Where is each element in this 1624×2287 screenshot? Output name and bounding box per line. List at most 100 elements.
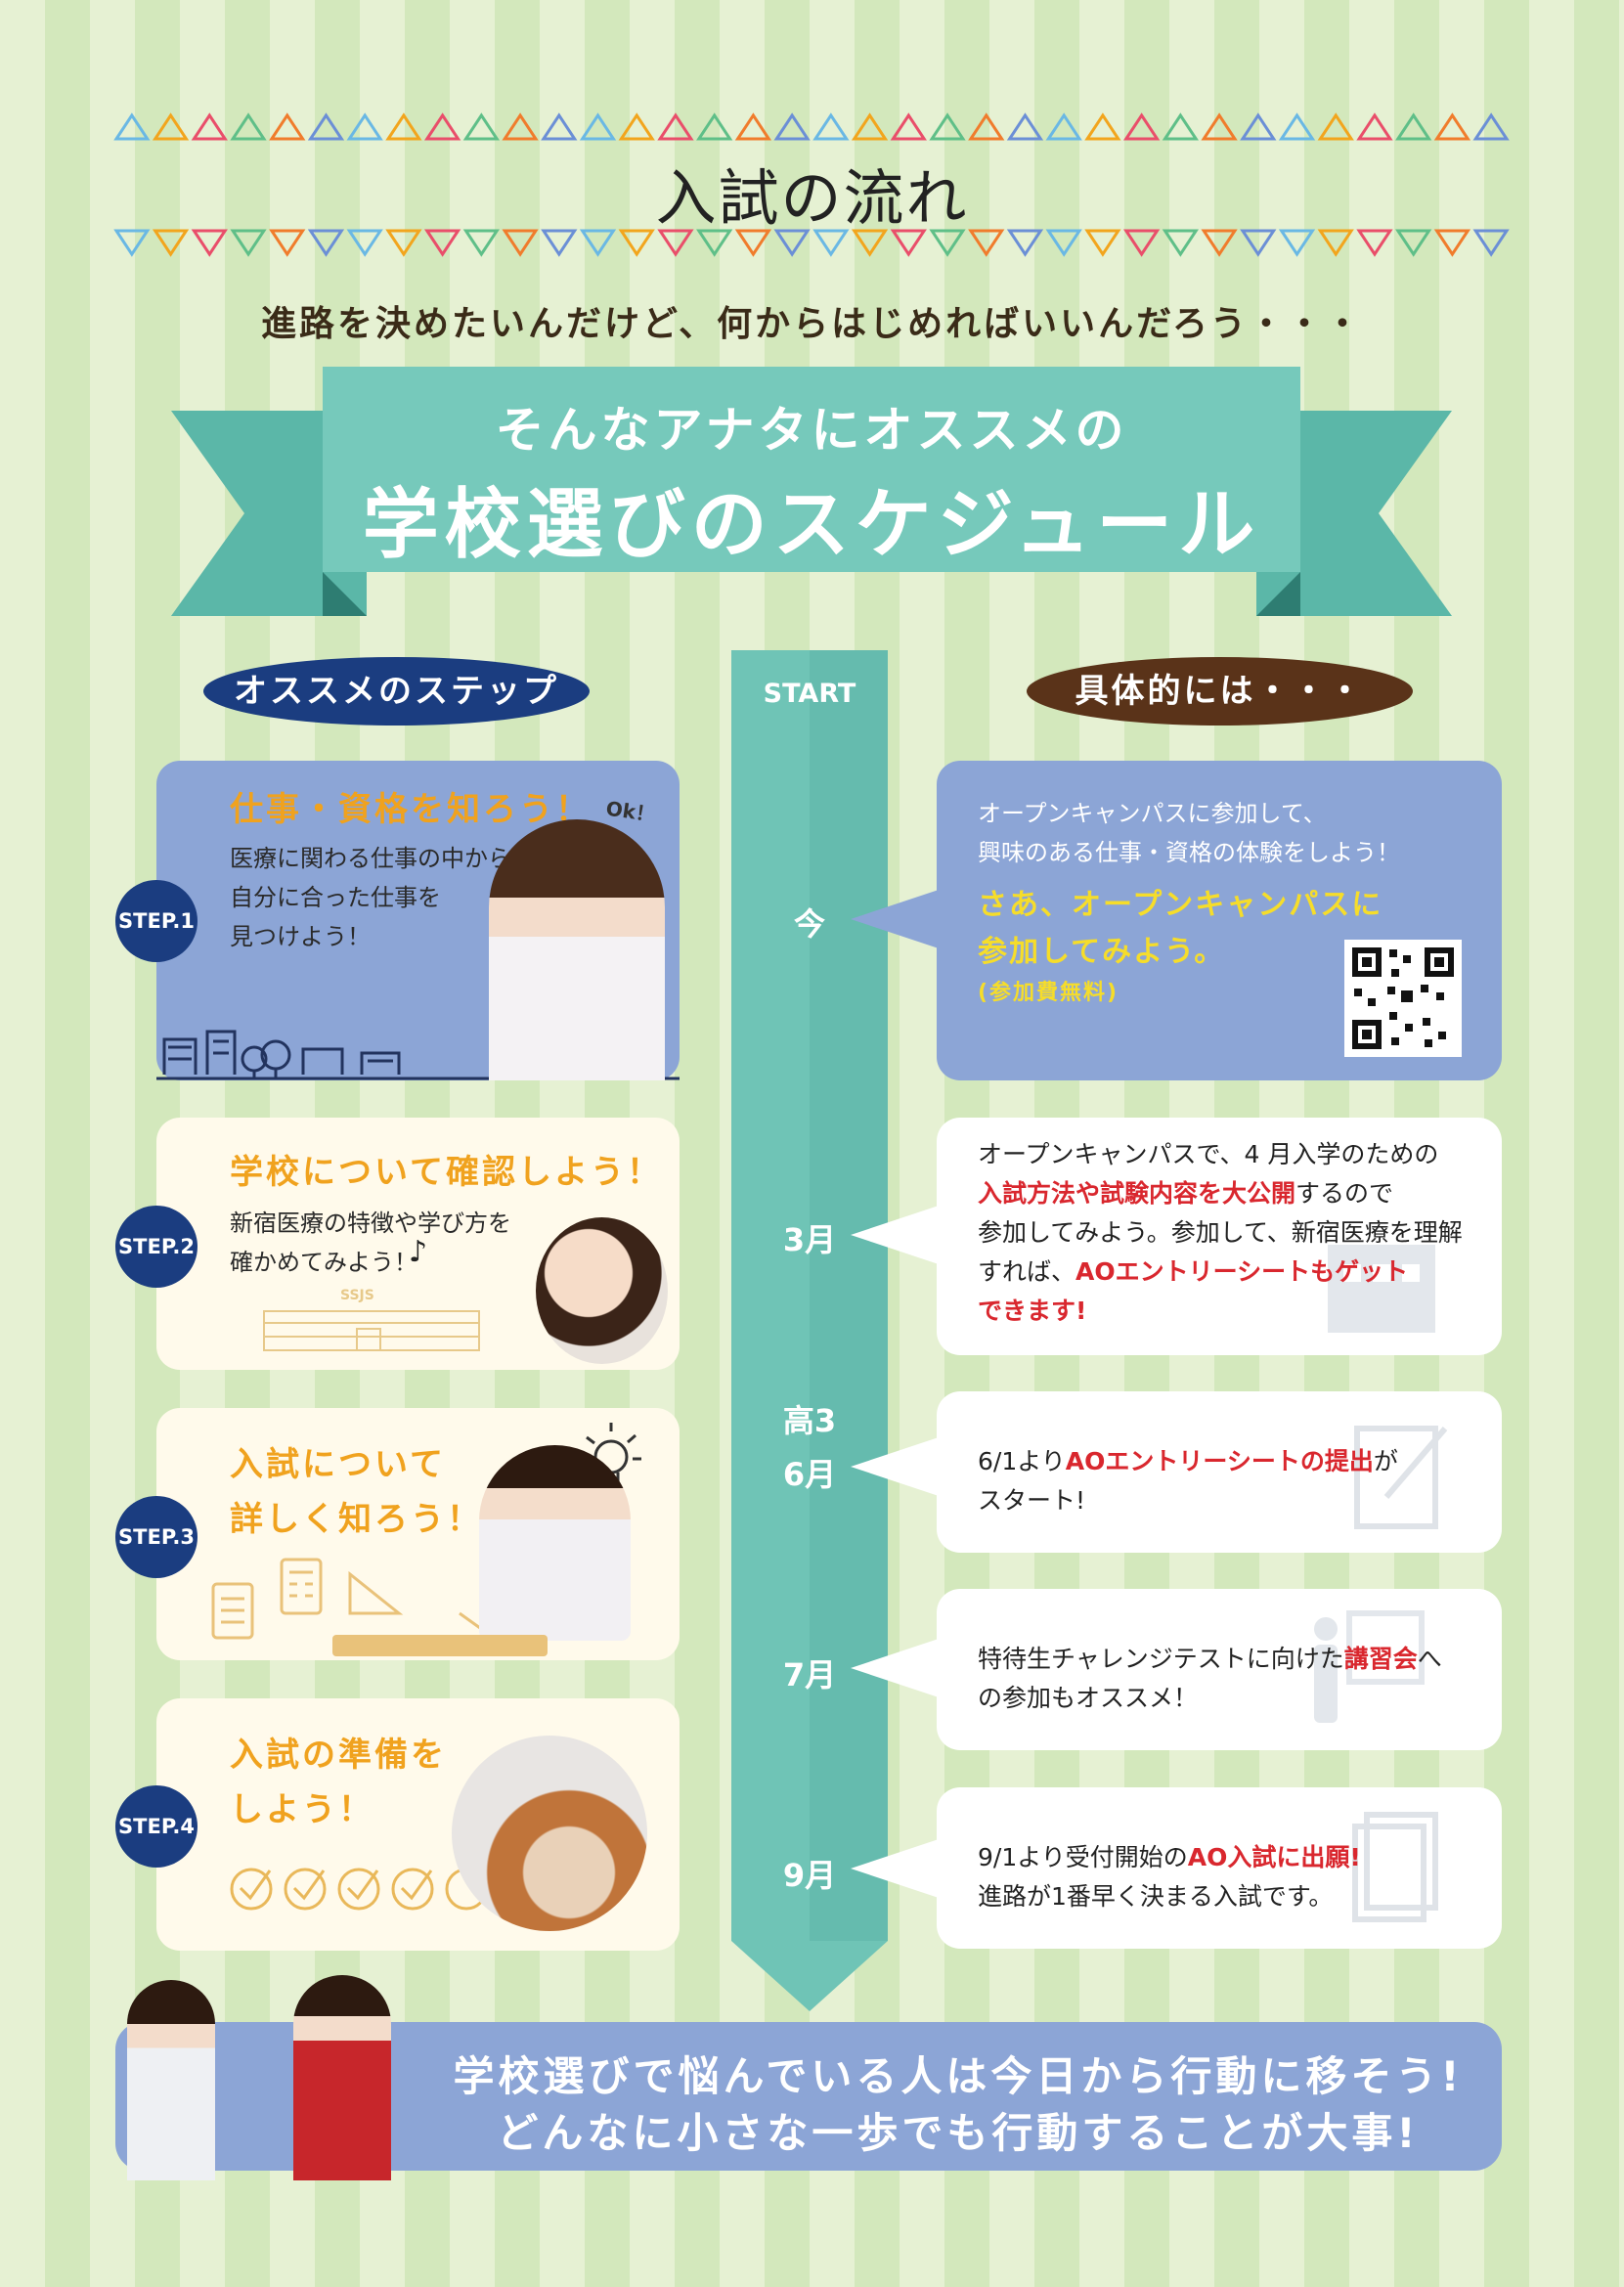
march-line: 入試方法や試験内容を大公開するので xyxy=(978,1174,1463,1213)
page-title: 入試の流れ xyxy=(655,162,969,234)
bunting-triangle xyxy=(423,229,461,257)
bunting-triangle xyxy=(696,112,733,141)
exam-writing-photo xyxy=(452,1736,647,1931)
student-studying-photo xyxy=(479,1445,631,1641)
march-highlight: 入試方法や試験内容を大公開 xyxy=(978,1179,1296,1208)
bunting-triangle xyxy=(579,112,617,141)
bunting-triangle xyxy=(269,112,306,141)
bunting-triangle xyxy=(1472,229,1510,257)
bunting-triangle xyxy=(307,112,345,141)
bunting-triangle xyxy=(541,229,578,257)
timeline-now: 今 xyxy=(793,905,825,943)
step1-card: 仕事・資格を知ろう！ 医療に関わる仕事の中から、 自分に合った仕事を 見つけよう… xyxy=(156,761,680,1080)
bottom-bunting xyxy=(113,229,1510,257)
now-cta-line: さあ、オープンキャンパスに xyxy=(978,888,1383,922)
june-line: スタート! xyxy=(978,1486,1086,1515)
bunting-triangle xyxy=(851,112,889,141)
july-line-start: 特待生チャレンジテストに向けた xyxy=(978,1645,1344,1673)
bunting-triangle xyxy=(385,112,422,141)
bunting-triangle xyxy=(1278,229,1316,257)
march-line-start: すれば、 xyxy=(978,1257,1076,1286)
june-line-rest: が xyxy=(1373,1447,1398,1475)
now-line: 興味のある仕事・資格の体験をしよう！ xyxy=(978,839,1400,866)
step2-body-line: 新宿医療の特徴や学び方を xyxy=(230,1209,511,1237)
bunting-triangle xyxy=(618,112,655,141)
step2-title: 学校について確認しよう！ xyxy=(230,1153,663,1192)
bunting-triangle xyxy=(1162,112,1200,141)
lead-text: 進路を決めたいんだけど、何からはじめればいいんだろう・・・ xyxy=(260,304,1364,344)
bunting-triangle xyxy=(1201,112,1238,141)
bunting-triangle xyxy=(1317,112,1354,141)
bunting-triangle xyxy=(1395,229,1432,257)
right-card-now: オープンキャンパスに参加して、 興味のある仕事・資格の体験をしよう！ さあ、オー… xyxy=(937,761,1502,1080)
bunting-triangle xyxy=(890,229,927,257)
step1-body-line: 医療に関わる仕事の中から、 xyxy=(230,845,535,872)
step1-body: 医療に関わる仕事の中から、 自分に合った仕事を 見つけよう！ xyxy=(230,839,535,956)
step3-card: 入試について 詳しく知ろう！ xyxy=(156,1408,680,1660)
step4-title-line: しよう！ xyxy=(230,1790,374,1829)
bunting-triangle xyxy=(1433,229,1471,257)
right-card-july: 特待生チャレンジテストに向けた講習会へ の参加もオススメ！ xyxy=(937,1589,1502,1750)
march-highlight: AOエントリーシートもゲット xyxy=(1075,1257,1409,1286)
bunting-triangle xyxy=(191,112,228,141)
bunting-triangle xyxy=(696,229,733,257)
right-card-june: 6/1よりAOエントリーシートの提出が スタート! xyxy=(937,1391,1502,1553)
document-stack-icon xyxy=(1352,1812,1438,1922)
bunting-triangle xyxy=(1201,229,1238,257)
bunting-triangle xyxy=(968,229,1005,257)
student-photo-left xyxy=(127,1980,215,2180)
step2-card: 学校について確認しよう！ 新宿医療の特徴や学び方を 確かめてみよう！ SSJS … xyxy=(156,1118,680,1370)
bunting-triangle xyxy=(1395,112,1432,141)
step1-body-line: 自分に合った仕事を xyxy=(230,884,441,911)
march-line: すれば、AOエントリーシートもゲット xyxy=(978,1253,1463,1292)
qr-code-icon xyxy=(1344,940,1462,1057)
right-card-march: オープンキャンパスで、4 月入学のための 入試方法や試験内容を大公開するので 参… xyxy=(937,1118,1502,1355)
now-text: オープンキャンパスに参加して、 興味のある仕事・資格の体験をしよう！ xyxy=(978,794,1400,872)
bunting-triangle xyxy=(1006,229,1044,257)
now-cta: さあ、オープンキャンパスに 参加してみよう。 (参加費無料) xyxy=(978,882,1383,1011)
speech-pointer xyxy=(851,890,939,948)
timeline-september: 9月 xyxy=(782,1857,837,1894)
step3-title-line: 入試について xyxy=(230,1445,446,1484)
step3-title-line: 詳しく知ろう！ xyxy=(230,1500,483,1539)
step1-title: 仕事・資格を知ろう！ xyxy=(230,790,592,829)
bunting-triangle xyxy=(1240,229,1277,257)
bunting-triangle xyxy=(1045,229,1082,257)
bunting-triangle xyxy=(1162,229,1200,257)
bunting-triangle xyxy=(113,229,151,257)
bunting-triangle xyxy=(929,112,966,141)
july-line: 特待生チャレンジテストに向けた講習会へ xyxy=(978,1640,1442,1679)
bunting-triangle xyxy=(152,112,190,141)
step4-title: 入試の準備を しよう！ xyxy=(230,1728,447,1837)
student-photo xyxy=(489,819,665,1080)
building-icon xyxy=(1328,1245,1435,1333)
bunting-triangle xyxy=(1122,112,1161,141)
bunting-triangle xyxy=(462,229,501,257)
bunting-triangle xyxy=(423,112,461,141)
ribbon-line1: そんなアナタにオススメの xyxy=(495,402,1128,459)
bunting-triangle xyxy=(1278,112,1316,141)
june-text: 6/1よりAOエントリーシートの提出が スタート! xyxy=(978,1442,1398,1520)
march-highlight: できます! xyxy=(978,1297,1087,1325)
timeline-grade3: 高3 xyxy=(782,1402,837,1439)
bunting-triangle xyxy=(812,229,850,257)
bottom-line2: どんなに小さな一歩でも行動することが大事! xyxy=(497,2109,1420,2157)
bunting-triangle xyxy=(1317,229,1354,257)
bunting-triangle xyxy=(502,112,539,141)
step1-badge: STEP.1 xyxy=(115,880,198,962)
bunting-triangle xyxy=(734,229,772,257)
document-pen-icon xyxy=(1354,1426,1448,1529)
bunting-triangle xyxy=(929,229,966,257)
ok-sticker: Ok！ xyxy=(604,796,657,827)
september-text: 9/1より受付開始のAO入試に出願! 進路が1番早く決まる入試です。 xyxy=(978,1838,1361,1916)
bunting-triangle xyxy=(502,229,539,257)
march-text: オープンキャンパスで、4 月入学のための 入試方法や試験内容を大公開するので 参… xyxy=(978,1135,1463,1331)
music-note-icon: ♪ xyxy=(409,1235,428,1269)
march-line: 参加してみよう。参加して、新宿医療を理解 xyxy=(978,1218,1463,1247)
speech-pointer xyxy=(851,1639,939,1697)
bunting-triangle xyxy=(230,229,267,257)
right-card-september: 9/1より受付開始のAO入試に出願! 進路が1番早く決まる入試です。 xyxy=(937,1787,1502,1949)
speech-pointer xyxy=(851,1839,939,1898)
bottom-line1: 学校選びで悩んでいる人は今日から行動に移そう! xyxy=(453,2052,1464,2100)
